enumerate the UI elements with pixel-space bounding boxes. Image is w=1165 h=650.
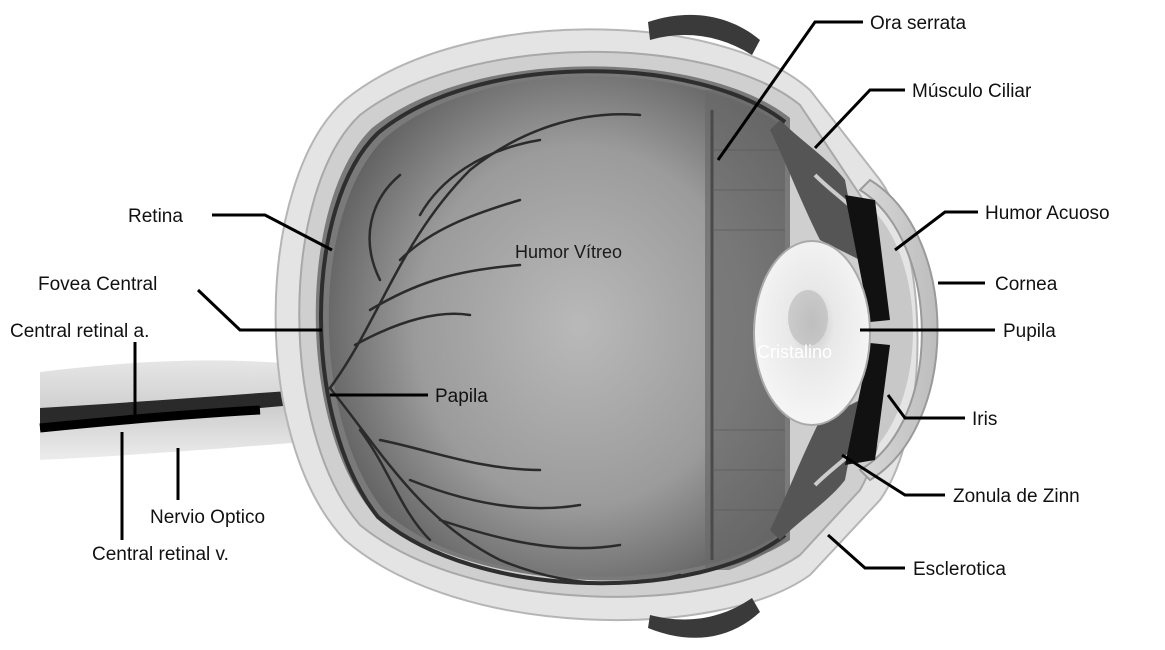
label-cristalino: Cristalino — [757, 342, 832, 362]
label-retina: Retina — [128, 206, 183, 227]
label-cornea: Cornea — [995, 274, 1058, 295]
label-humor-acuoso: Humor Acuoso — [985, 203, 1110, 224]
label-central-retinal-a: Central retinal a. — [10, 321, 149, 342]
label-esclerotica: Esclerotica — [913, 559, 1006, 580]
lens — [754, 241, 870, 425]
label-nervio-optico: Nervio Optico — [150, 507, 265, 528]
label-musculo-ciliar: Músculo Ciliar — [912, 81, 1032, 102]
label-iris: Iris — [972, 409, 997, 430]
label-pupila: Pupila — [1003, 321, 1056, 342]
label-humor-vitreo: Humor Vítreo — [515, 242, 622, 262]
label-ora-serrata: Ora serrata — [870, 13, 967, 34]
label-papila: Papila — [435, 386, 488, 407]
label-fovea-central: Fovea Central — [38, 274, 157, 295]
label-zonula-de-zinn: Zonula de Zinn — [953, 486, 1080, 507]
label-central-retinal-v: Central retinal v. — [92, 544, 229, 565]
